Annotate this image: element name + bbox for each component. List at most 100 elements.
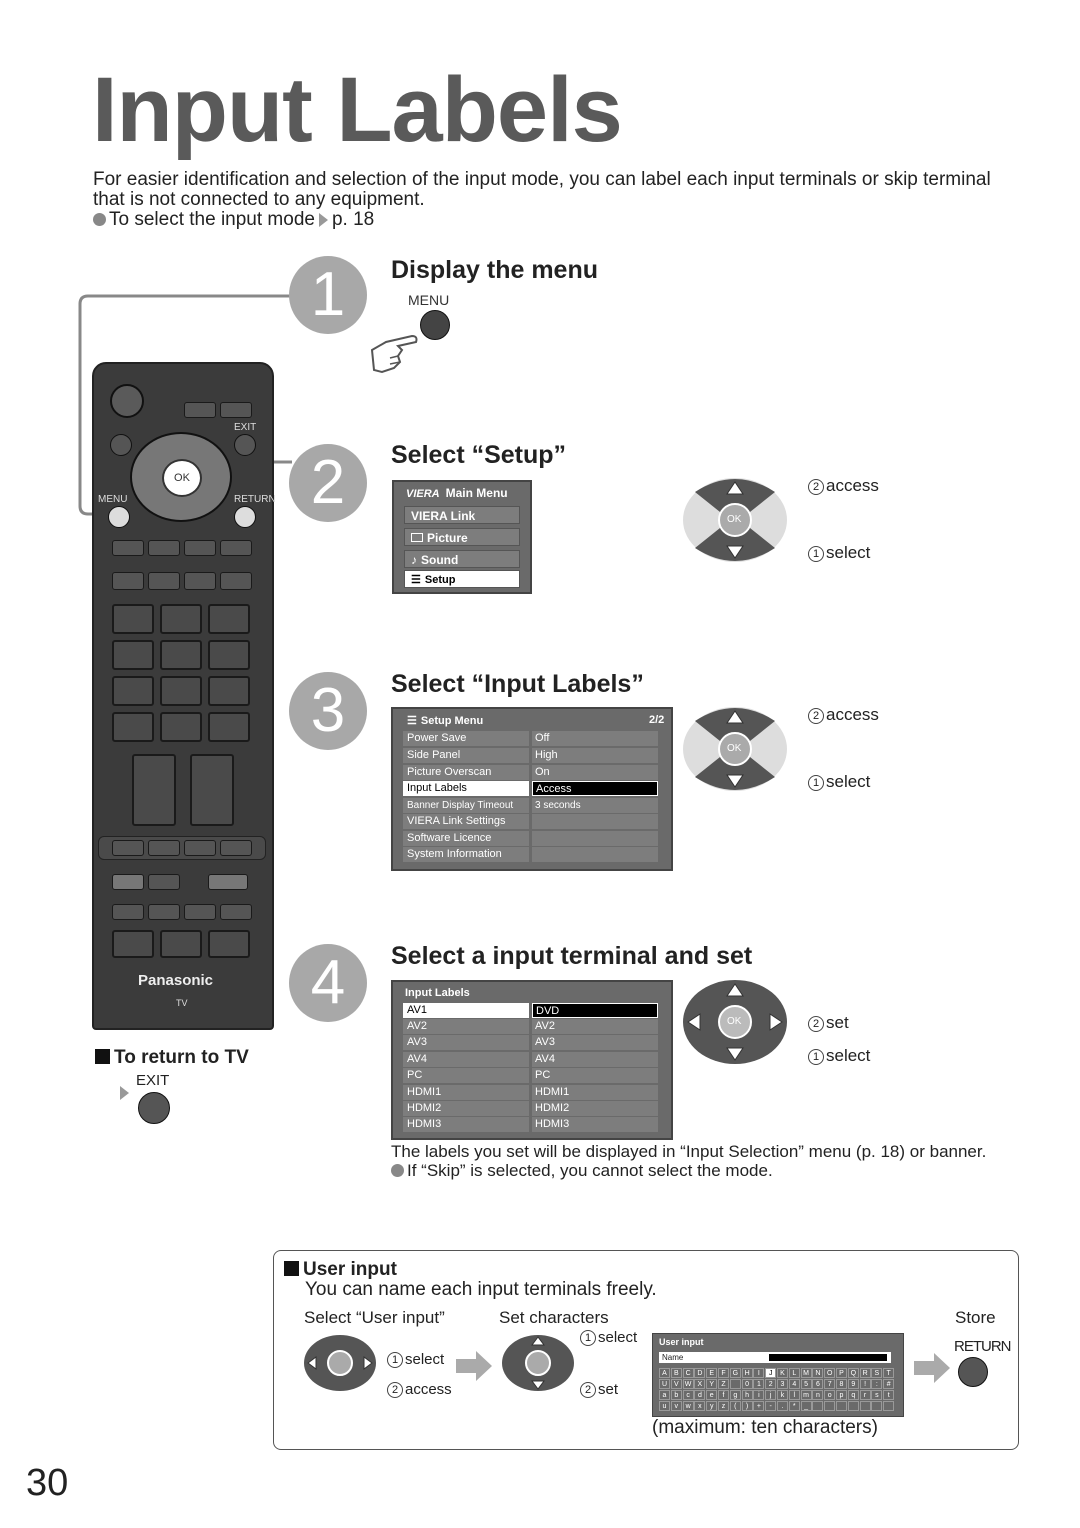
- character-key[interactable]: *: [788, 1401, 800, 1411]
- remote-number-button[interactable]: [112, 676, 154, 706]
- remote-button[interactable]: [184, 402, 216, 418]
- remote-button[interactable]: [112, 540, 144, 556]
- remote-number-button[interactable]: [112, 712, 154, 742]
- character-key[interactable]: F: [718, 1368, 729, 1378]
- character-key[interactable]: D: [694, 1368, 706, 1378]
- character-key[interactable]: z: [718, 1401, 729, 1411]
- remote-button[interactable]: [184, 904, 216, 920]
- character-key[interactable]: k: [777, 1390, 788, 1400]
- character-key[interactable]: H: [741, 1368, 753, 1378]
- remote-button[interactable]: [184, 572, 216, 590]
- character-key[interactable]: U: [659, 1379, 670, 1389]
- main-menu-item[interactable]: VIERA Link: [404, 506, 520, 524]
- main-menu-item-selected[interactable]: ☰Setup: [404, 570, 520, 588]
- character-key[interactable]: [871, 1401, 883, 1411]
- remote-button[interactable]: [112, 572, 144, 590]
- cursor-pad-small[interactable]: [302, 1333, 382, 1393]
- cursor-pad-step3[interactable]: [680, 703, 790, 795]
- character-key[interactable]: !: [859, 1379, 871, 1389]
- character-key[interactable]: Y: [706, 1379, 718, 1389]
- remote-button[interactable]: [112, 930, 154, 958]
- character-key[interactable]: 8: [836, 1379, 847, 1389]
- character-key[interactable]: G: [729, 1368, 741, 1378]
- remote-button[interactable]: [148, 540, 180, 556]
- character-key[interactable]: 7: [824, 1379, 836, 1389]
- character-key[interactable]: #: [883, 1379, 895, 1389]
- channel-rocker[interactable]: [190, 754, 234, 826]
- character-key[interactable]: w: [682, 1401, 694, 1411]
- character-key[interactable]: +: [753, 1401, 765, 1411]
- character-key[interactable]: [847, 1401, 859, 1411]
- cursor-pad-step2[interactable]: [680, 474, 790, 566]
- remote-button[interactable]: [148, 840, 180, 856]
- character-key[interactable]: d: [694, 1390, 706, 1400]
- remote-number-button[interactable]: [208, 676, 250, 706]
- remote-number-button[interactable]: [160, 604, 202, 634]
- character-key[interactable]: 0: [741, 1379, 753, 1389]
- remote-button[interactable]: [148, 874, 180, 890]
- character-key[interactable]: [859, 1401, 871, 1411]
- remote-button[interactable]: [208, 930, 250, 958]
- character-key[interactable]: u: [659, 1401, 670, 1411]
- character-key[interactable]: i: [753, 1390, 765, 1400]
- remote-number-button[interactable]: [208, 712, 250, 742]
- remote-button[interactable]: [220, 540, 252, 556]
- remote-button[interactable]: [220, 402, 252, 418]
- character-key[interactable]: O: [824, 1368, 836, 1378]
- character-key[interactable]: M: [800, 1368, 812, 1378]
- remote-dpad[interactable]: OK: [130, 432, 232, 522]
- character-key[interactable]: m: [800, 1390, 812, 1400]
- character-key[interactable]: [836, 1401, 847, 1411]
- character-key[interactable]: a: [659, 1390, 670, 1400]
- remote-button[interactable]: [148, 572, 180, 590]
- power-button[interactable]: [110, 384, 144, 418]
- character-key[interactable]: n: [812, 1390, 824, 1400]
- remote-ok-button[interactable]: OK: [162, 459, 202, 497]
- character-key[interactable]: ): [741, 1401, 753, 1411]
- remote-return-button[interactable]: [234, 506, 256, 528]
- character-key[interactable]: 3: [777, 1379, 788, 1389]
- character-key[interactable]: 2: [765, 1379, 777, 1389]
- remote-button[interactable]: [148, 904, 180, 920]
- character-key[interactable]: K: [777, 1368, 788, 1378]
- character-key[interactable]: s: [871, 1390, 883, 1400]
- remote-button[interactable]: [110, 434, 132, 456]
- character-key[interactable]: [883, 1401, 895, 1411]
- menu-button[interactable]: [420, 310, 450, 340]
- remote-number-button[interactable]: [160, 712, 202, 742]
- character-key[interactable]: j: [765, 1390, 777, 1400]
- remote-number-button[interactable]: [208, 640, 250, 670]
- exit-button[interactable]: [138, 1092, 170, 1124]
- remote-button[interactable]: [220, 572, 252, 590]
- character-key[interactable]: [729, 1379, 741, 1389]
- character-key[interactable]: I: [753, 1368, 765, 1378]
- remote-button[interactable]: [112, 840, 144, 856]
- character-key[interactable]: x: [694, 1401, 706, 1411]
- character-key[interactable]: J: [765, 1368, 777, 1378]
- character-key[interactable]: c: [682, 1390, 694, 1400]
- character-key[interactable]: V: [670, 1379, 682, 1389]
- remote-button[interactable]: [184, 540, 216, 556]
- character-key[interactable]: f: [718, 1390, 729, 1400]
- character-key[interactable]: b: [670, 1390, 682, 1400]
- remote-number-button[interactable]: [112, 640, 154, 670]
- character-key[interactable]: [812, 1401, 824, 1411]
- character-key[interactable]: S: [871, 1368, 883, 1378]
- character-key[interactable]: Q: [847, 1368, 859, 1378]
- character-key[interactable]: v: [670, 1401, 682, 1411]
- character-key[interactable]: q: [847, 1390, 859, 1400]
- main-menu-item[interactable]: Picture: [404, 528, 520, 546]
- character-key[interactable]: (: [729, 1401, 741, 1411]
- character-key[interactable]: 1: [753, 1379, 765, 1389]
- exit-button[interactable]: [234, 434, 256, 456]
- character-key[interactable]: Z: [718, 1379, 729, 1389]
- character-key[interactable]: X: [694, 1379, 706, 1389]
- character-key[interactable]: g: [729, 1390, 741, 1400]
- character-key[interactable]: W: [682, 1379, 694, 1389]
- remote-switch[interactable]: [208, 874, 248, 890]
- character-key[interactable]: B: [670, 1368, 682, 1378]
- character-key[interactable]: A: [659, 1368, 670, 1378]
- character-key[interactable]: T: [883, 1368, 895, 1378]
- remote-number-button[interactable]: [112, 604, 154, 634]
- character-key[interactable]: :: [871, 1379, 883, 1389]
